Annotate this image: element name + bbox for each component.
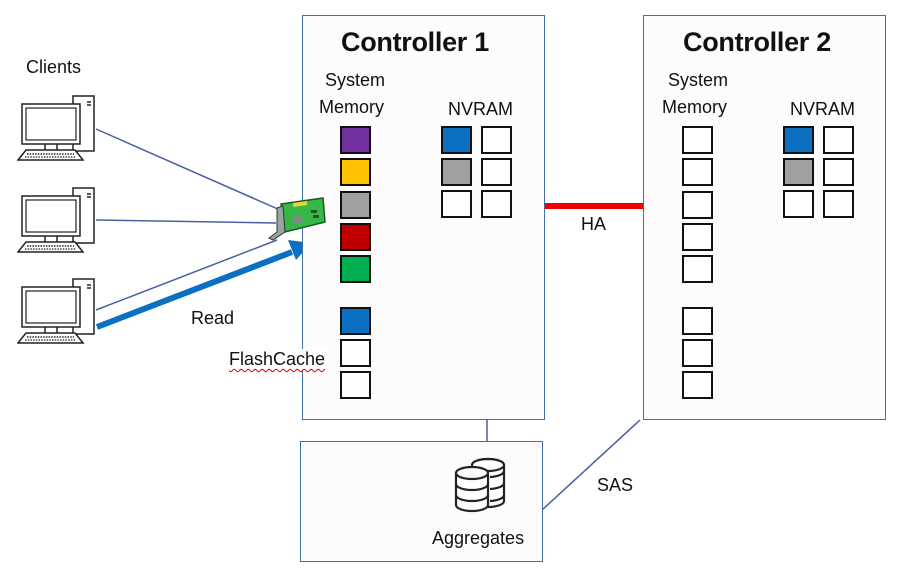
flashcache-cell <box>340 307 371 335</box>
read-arrow-shaft <box>95 249 294 330</box>
nvram-cell <box>441 158 472 186</box>
nvram-cell <box>823 190 854 218</box>
system-memory-cell <box>340 158 371 187</box>
nvram-cell <box>481 190 512 218</box>
network-card-icon <box>268 197 326 241</box>
system-memory-cell <box>340 126 371 154</box>
controller1-nvram-label: NVRAM <box>448 99 514 119</box>
system-memory-cell <box>682 158 713 187</box>
flashcache-cell <box>340 371 371 399</box>
flashcache-cell <box>340 339 371 367</box>
clients-label: Clients <box>26 57 82 77</box>
system-memory-cell <box>340 222 371 251</box>
client3-connector <box>95 239 278 311</box>
controller1-system-memory-label-line2: Memory <box>319 97 385 117</box>
system-memory-cell <box>340 190 371 219</box>
system-memory-cell <box>682 126 713 154</box>
nvram-cell <box>441 190 472 218</box>
flashcache-label: FlashCache <box>229 349 329 370</box>
controller1-title: Controller 1 <box>341 27 489 57</box>
flashcache-cell <box>682 371 713 399</box>
system-memory-cell <box>682 190 713 219</box>
client-computer-icon[interactable] <box>17 94 97 162</box>
system-memory-cell <box>682 222 713 251</box>
system-memory-cell <box>682 255 713 284</box>
client-computer-icon[interactable] <box>17 186 97 254</box>
flashcache-cell <box>682 307 713 335</box>
flashcache-cell <box>682 339 713 367</box>
system-memory-cell <box>340 255 371 284</box>
sas-connector <box>541 419 641 511</box>
controller2-system-memory-label-line2: Memory <box>662 97 728 117</box>
nvram-cell <box>783 190 814 218</box>
nvram-cell <box>481 126 512 154</box>
database-icon <box>454 457 506 513</box>
client2-connector <box>95 219 277 224</box>
nvram-cell <box>823 126 854 154</box>
nvram-cell <box>441 126 472 154</box>
controller2-nvram-label: NVRAM <box>790 99 856 119</box>
controller2-system-memory-label-line1: System <box>668 70 729 90</box>
nvram-cell <box>823 158 854 186</box>
client-computer-icon[interactable] <box>17 277 97 345</box>
nvram-cell <box>783 126 814 154</box>
read-label: Read <box>191 308 235 328</box>
aggregates-label: Aggregates <box>432 528 525 548</box>
nvram-cell <box>481 158 512 186</box>
controller2-title: Controller 2 <box>683 27 831 57</box>
controller1-system-memory-label-line1: System <box>325 70 386 90</box>
nvram-cell <box>783 158 814 186</box>
client1-connector <box>95 128 281 211</box>
sas-label: SAS <box>597 475 634 495</box>
ha-label: HA <box>581 214 607 234</box>
